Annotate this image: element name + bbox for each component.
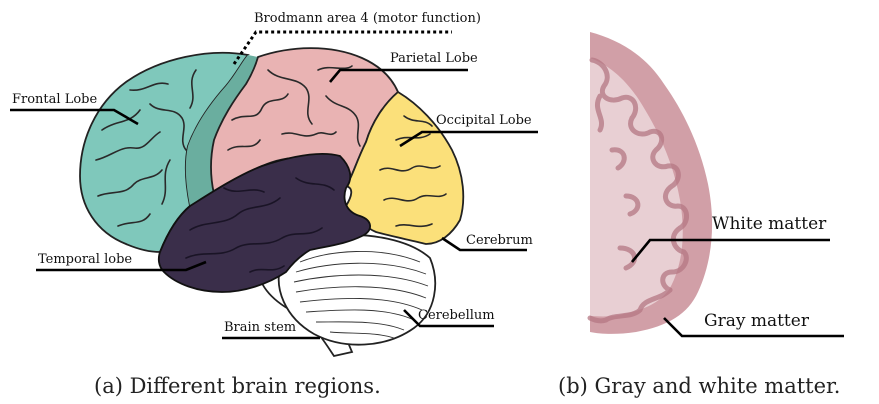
caption-a: (a) Different brain regions. (94, 374, 381, 398)
label-brodmann: Brodmann area 4 (motor function) (254, 11, 481, 26)
label-brain-stem: Brain stem (224, 320, 296, 335)
panel-a-diagram: Brodmann area 4 (motor function) Frontal… (10, 11, 538, 398)
caption-b: (b) Gray and white matter. (558, 374, 840, 398)
label-occipital-lobe: Occipital Lobe (436, 113, 532, 128)
label-frontal-lobe: Frontal Lobe (12, 92, 97, 107)
label-cerebellum: Cerebellum (418, 308, 495, 323)
label-parietal-lobe: Parietal Lobe (390, 51, 478, 66)
label-cerebrum: Cerebrum (466, 233, 533, 248)
panel-b-diagram: White matter Gray matter (b) Gray and wh… (558, 32, 844, 398)
label-white-matter: White matter (712, 214, 827, 234)
label-temporal-lobe: Temporal lobe (38, 252, 132, 267)
label-gray-matter: Gray matter (704, 311, 810, 331)
